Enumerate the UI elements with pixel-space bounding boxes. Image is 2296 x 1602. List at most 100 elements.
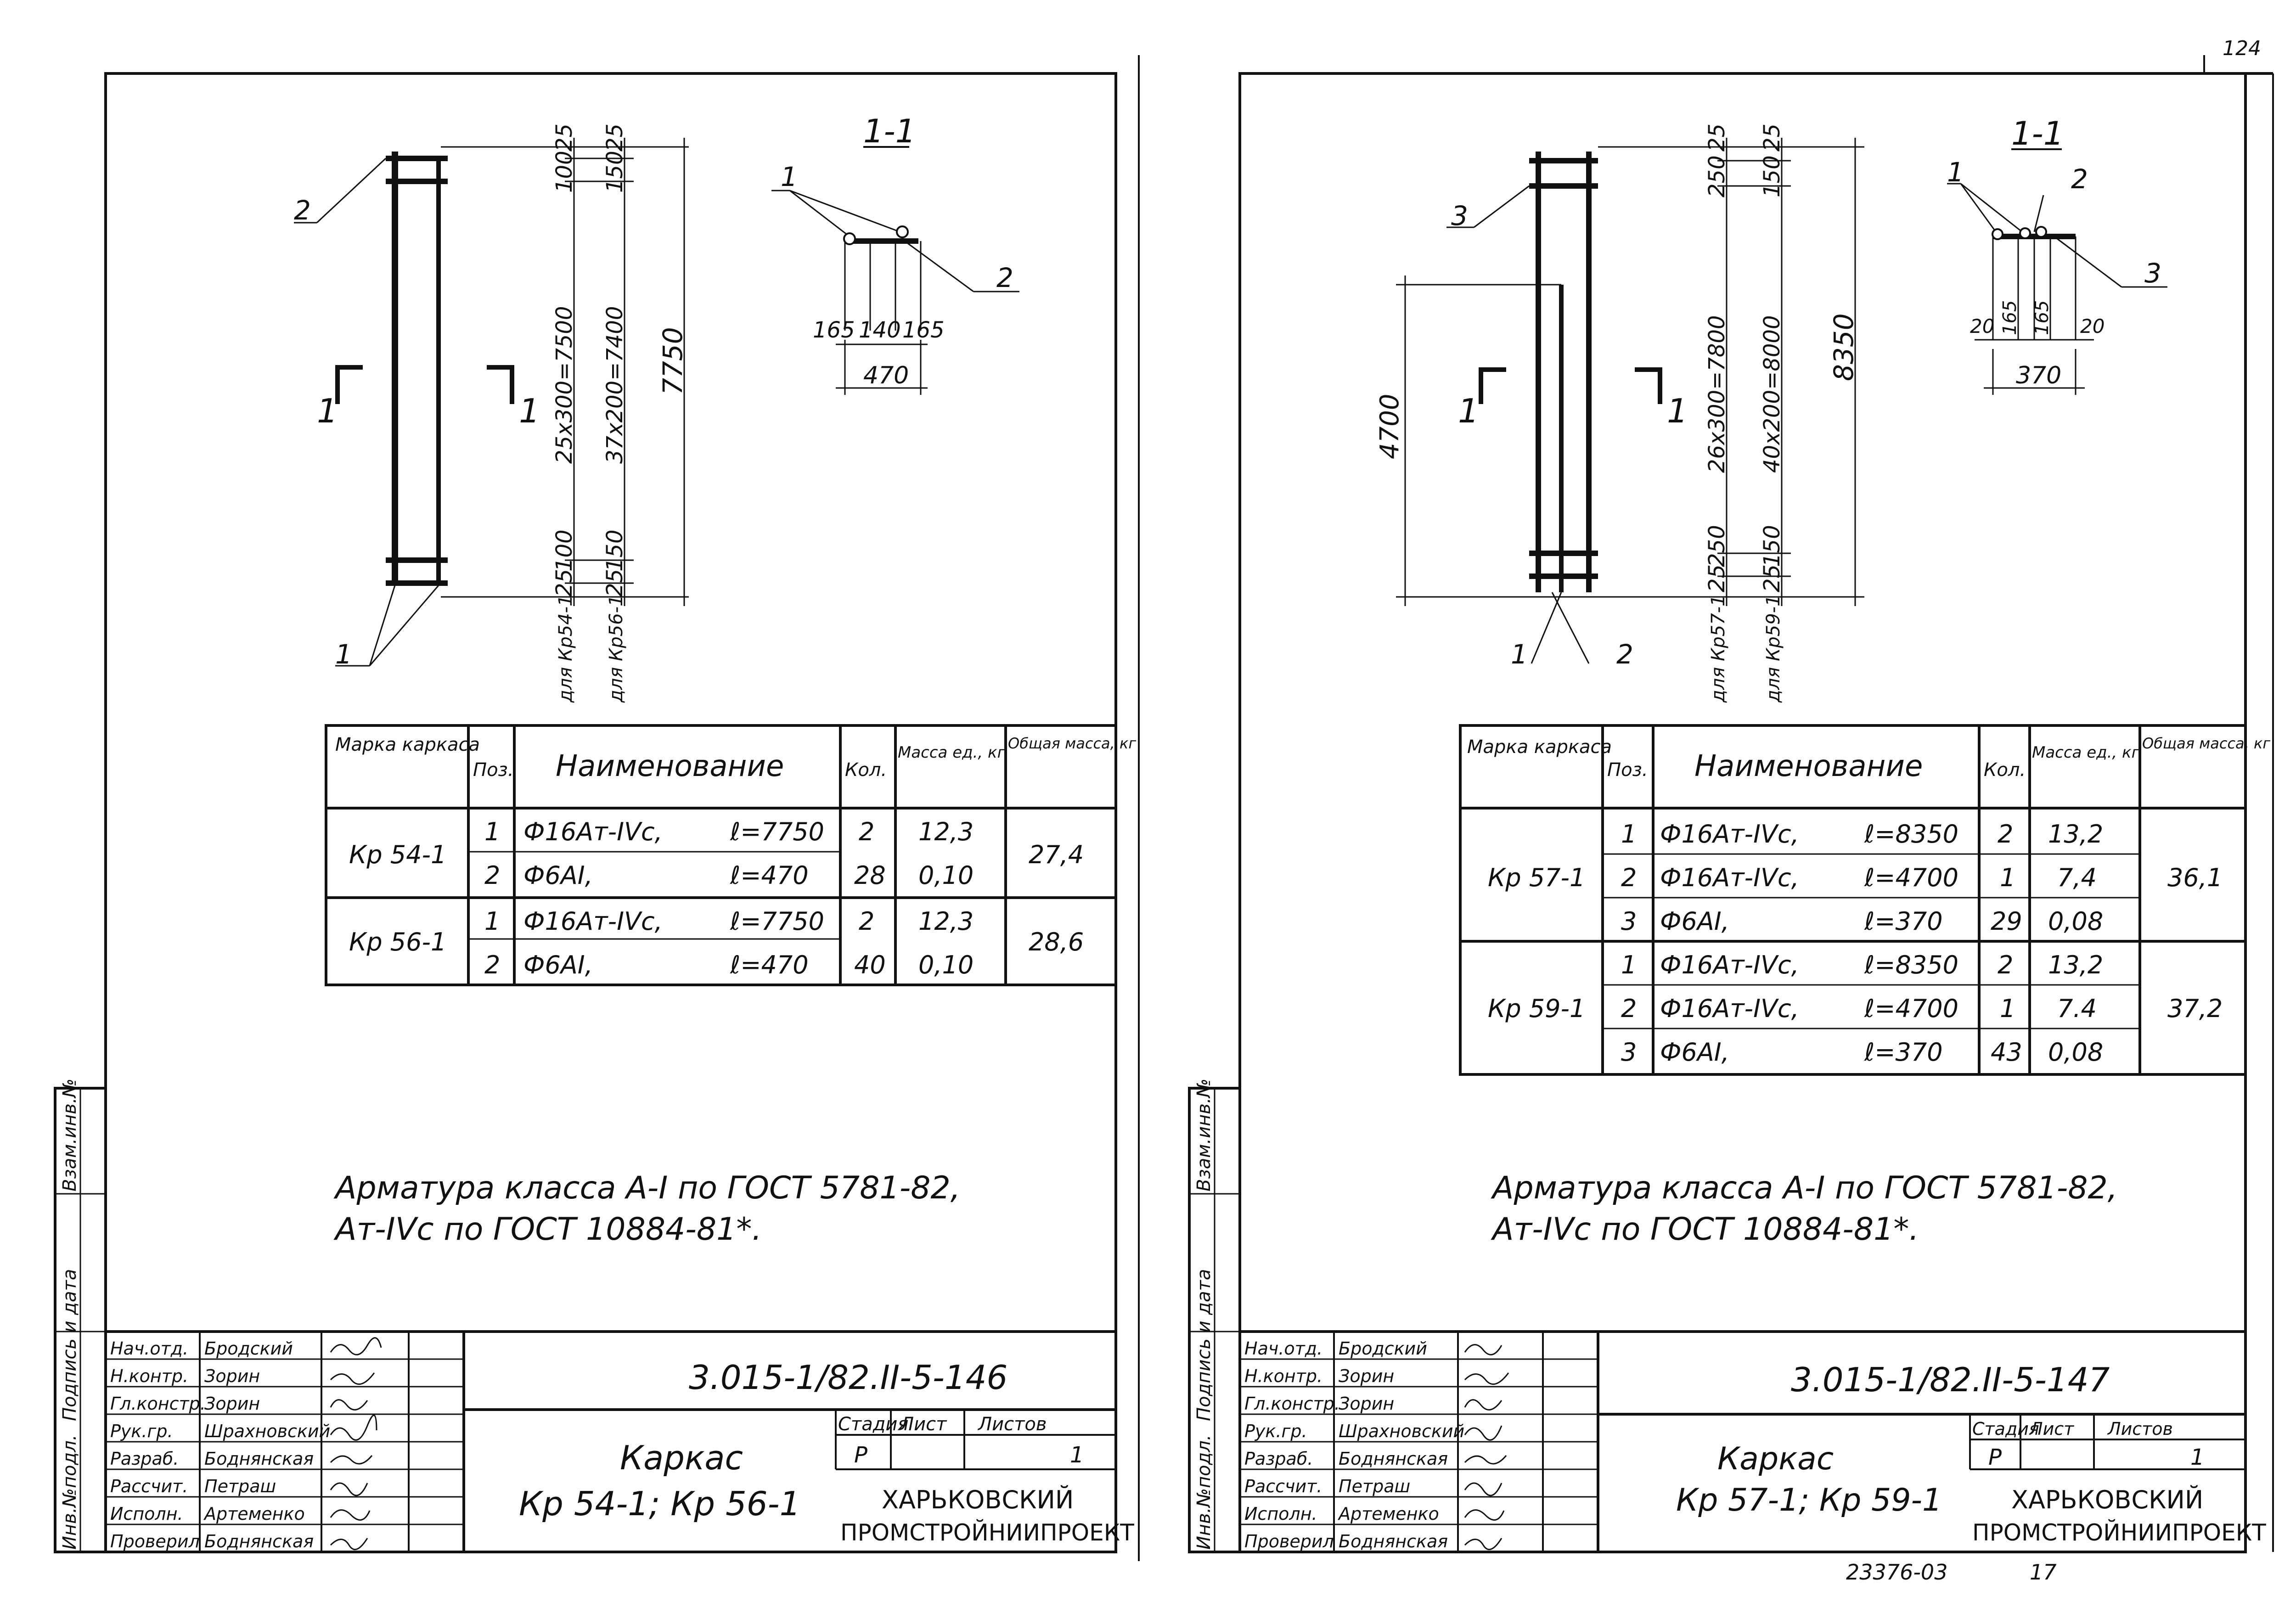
left-dim-b-pitch-bot: 150 xyxy=(602,529,628,572)
right-sheets-value: 1 xyxy=(2190,1445,2205,1470)
right-section-mark-left xyxy=(1479,367,1506,404)
left-dim-a-middle: 25x300=7500 xyxy=(551,306,577,464)
left-g1-r1-pos: 1 xyxy=(484,817,500,846)
left-g2-total: 28,6 xyxy=(1029,927,1084,956)
right-dim-b-bottom: 25 xyxy=(1759,564,1785,592)
page-number: 124 xyxy=(2223,37,2261,60)
right-role-6: Рассчит. xyxy=(1244,1476,1322,1496)
left-th-mark: Марка каркаса xyxy=(335,734,480,755)
left-doc-code: 3.015-1/82.II-5-146 xyxy=(689,1358,1007,1397)
footer-code: 23376-03 xyxy=(1846,1560,1947,1585)
right-name-3: Зорин xyxy=(1339,1394,1394,1414)
left-th-total-mass: Общая масса, кг xyxy=(1008,735,1136,752)
right-th-total-mass: Общая масса, кг xyxy=(2142,735,2270,752)
left-role-8: Проверил xyxy=(110,1531,200,1551)
right-dim-a-top: 25 xyxy=(1704,124,1730,152)
left-name-3: Зорин xyxy=(204,1394,260,1414)
right-g2-r2-pos: 2 xyxy=(1621,994,1637,1023)
left-sheet-header: Лист xyxy=(899,1414,947,1435)
left-org-line-1: ХАРЬКОВСКИЙ xyxy=(882,1485,1074,1514)
right-leader-3 xyxy=(1474,185,1530,228)
right-g1-r2-mass: 7,4 xyxy=(2057,863,2097,892)
left-section-title: 1-1 xyxy=(863,112,916,150)
left-dimensions xyxy=(441,138,689,606)
left-dim-overall: 7750 xyxy=(657,327,688,395)
right-side-label-inv: Инв.№подл. xyxy=(1193,1434,1215,1550)
right-g1-r1-pos: 1 xyxy=(1621,820,1637,849)
right-note-line-1: Арматура класса А-I по ГОСТ 5781-82, xyxy=(1491,1170,2117,1206)
left-dim-b-note: для Кр56-1 xyxy=(606,595,627,703)
left-dim-b-top: 25 xyxy=(602,124,628,152)
right-sec-mark-2: 2 xyxy=(2071,163,2088,195)
left-side-label-sign: Подпись и дата xyxy=(59,1269,80,1421)
left-g2-r1-qty: 2 xyxy=(859,907,874,936)
right-pos-mark-3: 3 xyxy=(1451,200,1468,231)
right-org-line-2: ПРОМСТРОЙНИИПРОЕКТ xyxy=(1972,1519,2266,1546)
left-section-cut-right: 1 xyxy=(519,392,540,430)
right-name-7: Артеменко xyxy=(1337,1504,1439,1524)
right-g2-r1-name: Ф16Ат-IVс, xyxy=(1660,950,1799,979)
right-g1-r2-pos: 2 xyxy=(1621,863,1637,892)
left-role-4: Рук.гр. xyxy=(110,1421,173,1441)
right-g1-r3-name: Ф6АI, xyxy=(1660,907,1729,936)
left-name-5: Боднянская xyxy=(204,1449,314,1469)
right-stamp-grid xyxy=(1240,1330,2245,1552)
left-g2-r2-mass: 0,10 xyxy=(918,950,974,979)
left-g1-total: 27,4 xyxy=(1029,840,1084,869)
left-title-line-1: Каркас xyxy=(620,1439,743,1477)
right-dim-b-pitch-bot: 150 xyxy=(1759,525,1785,567)
right-th-pos: Поз. xyxy=(1607,759,1648,781)
left-dim-b-middle: 37x200=7400 xyxy=(602,306,628,464)
right-section-cut-right: 1 xyxy=(1667,392,1688,430)
right-name-8: Боднянская xyxy=(1339,1531,1448,1551)
right-dim-overall: 8350 xyxy=(1828,313,1859,381)
right-org-line-1: ХАРЬКОВСКИЙ xyxy=(2011,1485,2203,1514)
left-g1-r2-pos: 2 xyxy=(484,861,500,890)
right-dim-a-middle: 26x300=7800 xyxy=(1704,315,1730,473)
right-name-1: Бродский xyxy=(1339,1338,1427,1359)
right-dim-b-note: для Кр59-1 xyxy=(1763,595,1784,703)
right-g2-r1-qty: 2 xyxy=(1998,950,2013,979)
left-g1-r2-qty: 28 xyxy=(854,861,886,890)
left-leader-1b xyxy=(369,585,439,666)
right-g2-r1-len: ℓ=8350 xyxy=(1864,950,1958,979)
right-leader-2 xyxy=(1551,592,1590,664)
left-dim-a-top: 25 xyxy=(551,124,577,152)
right-name-2: Зорин xyxy=(1339,1366,1394,1386)
left-g1-r2-name: Ф6АI, xyxy=(523,861,593,890)
right-g1-mark: Кр 57-1 xyxy=(1488,863,1585,892)
right-g2-r2-name: Ф16Ат-IVс, xyxy=(1660,994,1799,1023)
left-name-8: Боднянская xyxy=(204,1531,314,1551)
right-stage-header: Стадия xyxy=(1972,1419,2039,1439)
left-name-7: Артеменко xyxy=(203,1504,305,1524)
right-role-3: Гл.констр. xyxy=(1244,1394,1340,1414)
right-g2-mark: Кр 59-1 xyxy=(1488,994,1585,1023)
left-g2-r2-name: Ф6АI, xyxy=(523,950,593,979)
left-dim-a-pitch-bot: 100 xyxy=(551,529,577,572)
left-note-line-1: Арматура класса А-I по ГОСТ 5781-82, xyxy=(333,1170,960,1206)
right-sec-mark-3: 3 xyxy=(2144,258,2161,289)
left-name-6: Петраш xyxy=(204,1476,276,1496)
left-g2-r1-len: ℓ=7750 xyxy=(730,907,824,936)
right-dimensions xyxy=(1396,138,1864,606)
left-cage-elevation xyxy=(386,152,448,586)
right-dim-a-pitch-top: 250 xyxy=(1704,155,1730,197)
right-th-qty: Кол. xyxy=(1984,759,2026,781)
left-stage-value: Р xyxy=(854,1442,867,1468)
right-stage-value: Р xyxy=(1988,1445,2002,1470)
right-sheets-header: Листов xyxy=(2107,1419,2173,1439)
right-pos-mark-1: 1 xyxy=(1511,639,1528,670)
left-g1-mark: Кр 54-1 xyxy=(349,840,446,869)
right-th-unit-mass: Масса ед., кг xyxy=(2032,743,2140,762)
left-leader-2 xyxy=(316,157,387,224)
right-g2-total: 37,2 xyxy=(2167,994,2223,1023)
left-th-name: Наименование xyxy=(556,749,784,783)
left-stage-header: Стадия xyxy=(838,1414,908,1435)
right-th-name: Наименование xyxy=(1694,749,1923,783)
left-g1-r2-len: ℓ=470 xyxy=(730,861,809,890)
left-g1-r2-mass: 0,10 xyxy=(918,861,974,890)
right-g1-r3-len: ℓ=370 xyxy=(1864,907,1943,936)
left-sec-mark-2: 2 xyxy=(996,262,1013,293)
right-g1-r2-len: ℓ=4700 xyxy=(1864,863,1958,892)
